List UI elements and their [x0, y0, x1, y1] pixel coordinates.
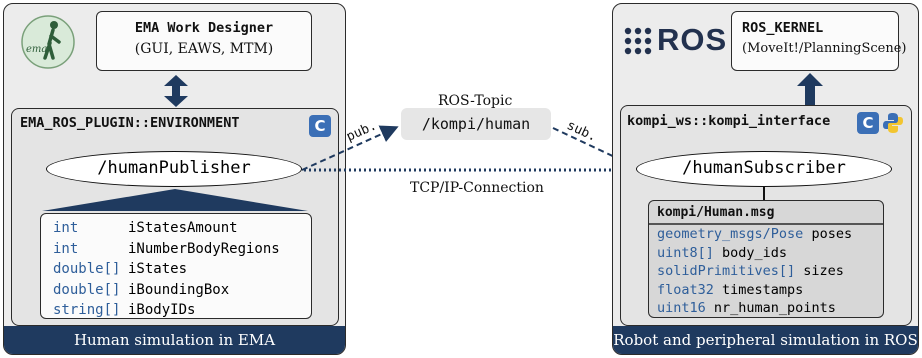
- variable-row: int iStatesAmount: [53, 218, 311, 239]
- bidirectional-arrow: [161, 74, 191, 108]
- ros-topic-name: /kompi/human: [421, 115, 531, 133]
- ema-work-designer-subtitle: (GUI, EAWS, MTM): [134, 41, 274, 57]
- variable-type: double[]: [53, 281, 121, 298]
- ros-topic-label: ROS-Topic: [438, 93, 513, 109]
- human-msg-title: kompi/Human.msg: [657, 205, 775, 220]
- cpp-icon: C: [309, 115, 331, 137]
- variable-name: iBodyIDs: [128, 302, 196, 318]
- tcp-ip-connection-label: TCP/IP-Connection: [410, 180, 544, 196]
- msg-field-type: uint8[]: [657, 244, 714, 261]
- msg-connector: [763, 187, 765, 201]
- environment-title: EMA_ROS_PLUGIN::ENVIRONMENT: [20, 115, 240, 131]
- msg-field-row: uint8[] body_ids: [657, 244, 852, 263]
- ema-logo-text: ema: [26, 44, 47, 55]
- ros-topic-box[interactable]: /kompi/human: [401, 108, 551, 140]
- kompi-interface-title: kompi_ws::kompi_interface: [627, 113, 831, 129]
- python-icon: [883, 113, 903, 133]
- msg-field-row: solidPrimitives[] sizes: [657, 262, 852, 281]
- human-msg-box: kompi/Human.msg geometry_msgs/Pose poses…: [648, 200, 884, 318]
- msg-field-type: float32: [657, 281, 714, 298]
- variable-name: iStates: [128, 261, 188, 277]
- variable-type: string[]: [53, 302, 121, 318]
- msg-field-type: geometry_msgs/Pose: [657, 226, 804, 242]
- msg-field-row: geometry_msgs/Pose poses: [657, 225, 852, 244]
- variable-row: string[] iBodyIDs: [53, 300, 311, 321]
- msg-field-name: sizes: [795, 263, 844, 279]
- ros-logo-text: ROS: [657, 22, 728, 57]
- variable-row: double[] iBoundingBox: [53, 280, 311, 301]
- msg-field-type: uint16: [657, 300, 706, 316]
- ema-logo: ema: [20, 14, 76, 70]
- variable-name: iStatesAmount: [128, 220, 238, 236]
- variable-type: int: [53, 240, 79, 257]
- ros-kernel-box: ROS_KERNEL (MoveIt!/PlanningScene): [731, 11, 907, 71]
- msg-field-row: float32 timestamps: [657, 281, 852, 300]
- publisher-variable-list: int iStatesAmount int iNumberBodyRegions dou…: [40, 213, 312, 319]
- human-subscriber-node[interactable]: /humanSubscriber: [636, 151, 892, 187]
- human-subscriber-label: /humanSubscriber: [682, 158, 846, 178]
- ema-work-designer-title: EMA Work Designer: [134, 20, 274, 36]
- variable-row: double[] iStates: [53, 259, 311, 280]
- ros-kernel-subtitle: (MoveIt!/PlanningScene): [742, 41, 907, 56]
- ema-panel-footer: Human simulation in EMA: [4, 326, 345, 354]
- msg-field-type: solidPrimitives[]: [657, 263, 796, 279]
- human-msg-divider: [649, 223, 883, 225]
- msg-field-name: timestamps: [713, 281, 804, 298]
- variable-name: iNumberBodyRegions: [128, 240, 280, 257]
- expansion-triangle: [42, 189, 308, 211]
- cpp-icon: C: [857, 112, 879, 134]
- msg-field-name: poses: [803, 226, 853, 242]
- human-publisher-node[interactable]: /humanPublisher: [46, 151, 302, 187]
- msg-field-name: body_ids: [713, 244, 788, 261]
- variable-row: int iNumberBodyRegions: [53, 239, 311, 260]
- up-arrow: [797, 73, 823, 105]
- variable-type: int: [53, 220, 79, 236]
- variable-name: iBoundingBox: [128, 281, 230, 298]
- ros-panel-footer: Robot and peripheral simulation in ROS: [613, 326, 918, 354]
- human-publisher-label: /humanPublisher: [97, 158, 251, 178]
- msg-field-name: nr_human_points: [705, 300, 836, 316]
- ros-logo: ROS: [623, 22, 726, 62]
- ema-work-designer-box: EMA Work Designer (GUI, EAWS, MTM): [96, 11, 312, 71]
- variable-type: double[]: [53, 261, 121, 277]
- msg-field-row: uint16 nr_human_points: [657, 299, 852, 318]
- ros-kernel-title: ROS_KERNEL: [742, 20, 824, 36]
